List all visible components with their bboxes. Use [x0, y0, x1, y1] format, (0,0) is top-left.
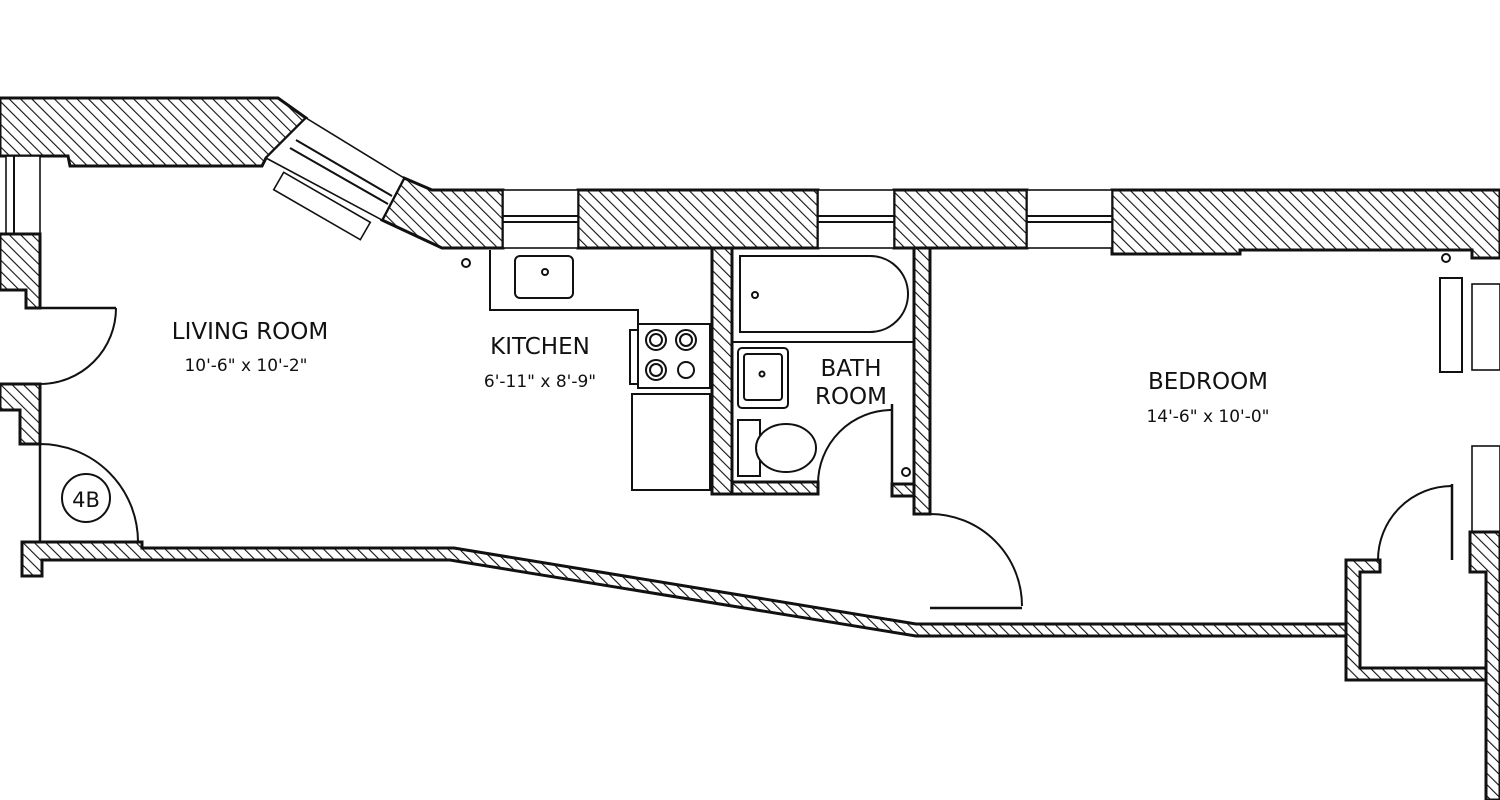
kitchen-counter — [489, 250, 639, 324]
living-room-name: LIVING ROOM — [172, 319, 329, 345]
angled-bay-window — [264, 116, 406, 241]
radiator — [1439, 277, 1463, 373]
bath-bedroom-partition — [912, 246, 932, 516]
top-wall-segment-3 — [892, 188, 1029, 250]
pipe — [461, 258, 471, 268]
window-kitchen — [502, 189, 579, 249]
bath-door-stub — [890, 482, 916, 498]
refrigerator — [631, 393, 711, 491]
interior-walls — [710, 246, 932, 516]
windows — [5, 116, 1500, 533]
pipe — [1441, 253, 1451, 263]
bedroom-dims: 14'-6" x 10'-0" — [1146, 407, 1269, 427]
window-right-wall — [1439, 277, 1500, 533]
window-left-wall — [5, 155, 41, 235]
bath-door — [817, 404, 894, 485]
doors — [38, 306, 1454, 610]
window-bath — [817, 189, 895, 249]
bottom-right-closet-wall — [1344, 558, 1492, 682]
living-room-dims: 10'-6" x 10'-2" — [184, 356, 307, 376]
pipe — [901, 467, 911, 477]
radiator — [272, 171, 372, 241]
kitchen-bath-partition — [710, 246, 734, 496]
unit-label: 4B — [72, 488, 100, 512]
left-wall — [0, 232, 42, 446]
exterior-top-wall — [0, 96, 1500, 260]
kitchen-fixtures — [461, 250, 711, 491]
bedroom-name: BEDROOM — [1148, 369, 1268, 395]
closet-door — [1377, 484, 1454, 561]
bathtub — [739, 255, 909, 333]
kitchen-name: KITCHEN — [490, 334, 590, 360]
stove — [629, 323, 711, 389]
window-bedroom — [1026, 189, 1113, 249]
bedroom-door — [929, 513, 1023, 610]
top-wall-segment-4 — [1110, 188, 1500, 260]
entry-door-lower — [38, 443, 139, 543]
bath-name-line1: BATH — [820, 356, 881, 382]
bath-bottom-partition — [730, 480, 820, 496]
toilet — [737, 419, 817, 477]
kitchen-dims: 6'-11" x 8'-9" — [484, 372, 596, 392]
top-wall-segment-2 — [576, 188, 820, 250]
bottom-wall — [20, 540, 1352, 638]
top-wall-left-segment — [0, 96, 309, 168]
top-wall-angled-segment — [379, 176, 505, 250]
exterior-bottom-wall — [20, 530, 1500, 800]
kitchen-sink — [514, 255, 574, 299]
entry-door-upper — [39, 306, 117, 385]
bath-name-line2: ROOM — [815, 384, 887, 410]
unit-marker: 4B — [61, 473, 111, 523]
bath-fixtures — [732, 255, 914, 477]
